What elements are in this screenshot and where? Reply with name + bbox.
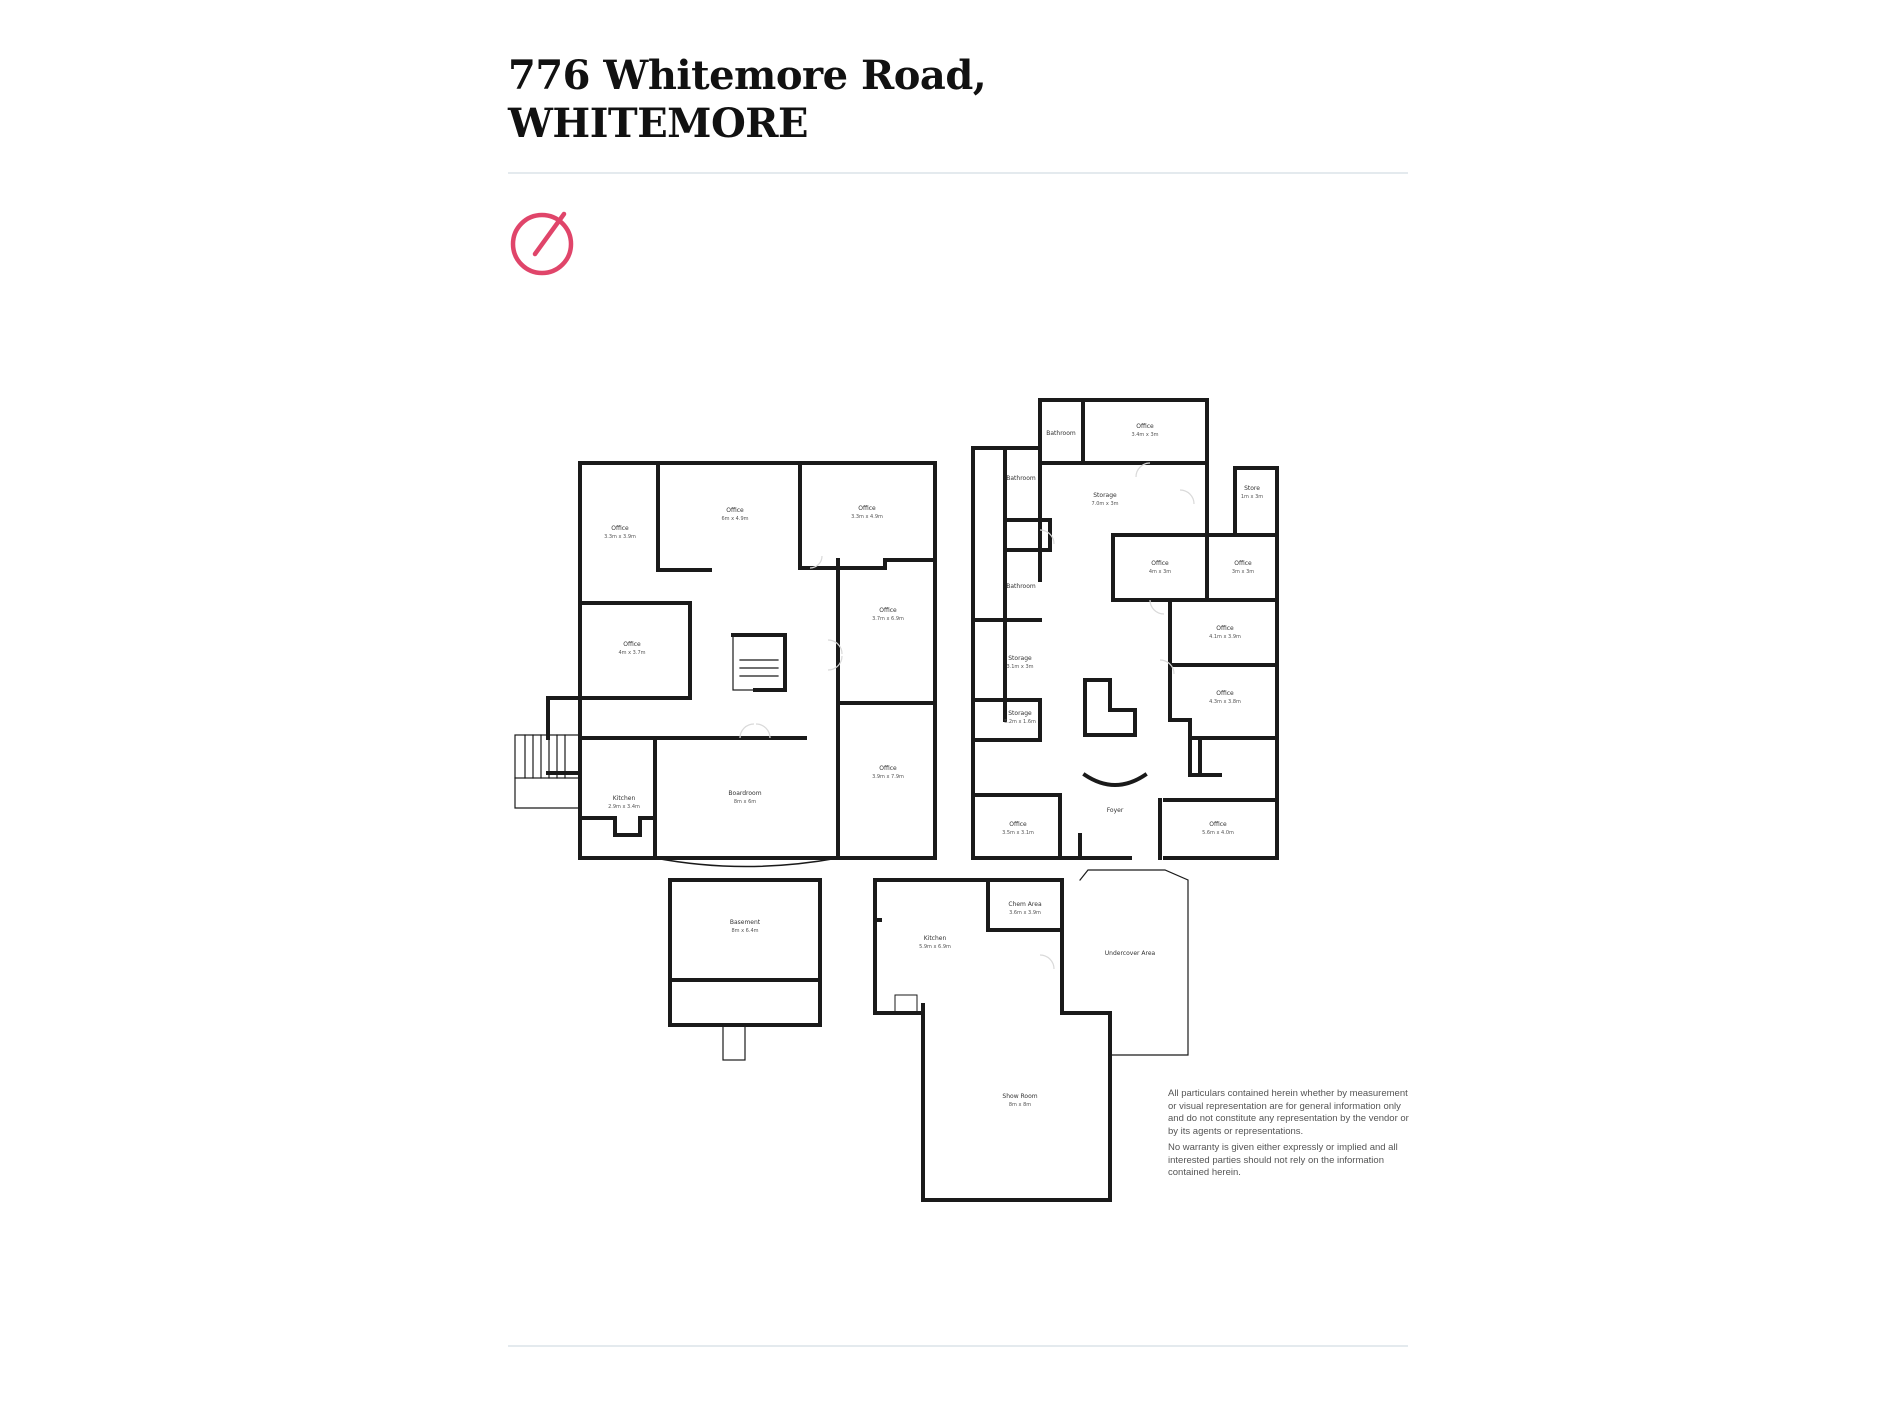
room-storage-1-label: Storage (1093, 492, 1117, 499)
room-office-3-label: Office (858, 505, 876, 512)
address-line-2: WHITEMORE (508, 100, 809, 147)
room-office-1-label: Office (611, 525, 629, 532)
room-office-5-label: Office (623, 641, 641, 648)
east-building (971, 398, 1279, 860)
room-office-7-dim: 3.9m x 7.9m (872, 774, 904, 780)
room-office-15-label: Office (1234, 560, 1252, 567)
room-office-23-label: Office (1209, 821, 1227, 828)
room-bathroom-1-label: Bathroom (1046, 430, 1076, 437)
room-office-22-dim: 3.5m x 3.1m (1002, 830, 1034, 836)
basement (668, 878, 822, 1027)
room-office-19-label: Office (1216, 690, 1234, 697)
circle-slash-logo-icon (510, 211, 574, 276)
room-basement-label: Basement (730, 919, 761, 926)
room-kitchen-2-label: Kitchen (924, 935, 947, 942)
door-swings (739, 462, 1195, 970)
disclaimer-para-2: No warranty is given either expressly or… (1168, 1142, 1398, 1178)
room-storage-1-dim: 7.0m x 3m (1091, 501, 1118, 507)
disclaimer-para-1: All particulars contained herein whether… (1168, 1088, 1409, 1137)
room-office-3-dim: 3.3m x 4.9m (851, 514, 883, 520)
room-office-10-dim: 3.4m x 3m (1131, 432, 1158, 438)
room-office-15-dim: 3m x 3m (1232, 569, 1254, 575)
room-storage-2-label: Storage (1008, 655, 1032, 662)
room-showroom-label: Show Room (1002, 1093, 1037, 1100)
disclaimer: All particulars contained herein whether… (1168, 1088, 1416, 1184)
room-bathroom-3-label: Bathroom (1006, 583, 1036, 590)
room-showroom-dim: 8m x 8m (1009, 1102, 1031, 1108)
address-line-1: 776 Whitemore Road, (508, 52, 987, 99)
west-building (546, 461, 937, 860)
room-store-label: Store (1244, 485, 1260, 492)
room-office-19-dim: 4.3m x 3.8m (1209, 699, 1241, 705)
room-office-17-dim: 4.1m x 3.9m (1209, 634, 1241, 640)
room-office-14-label: Office (1151, 560, 1169, 567)
room-basement-dim: 8m x 6.4m (731, 928, 758, 934)
room-office-14-dim: 4m x 3m (1149, 569, 1171, 575)
west-stairs (514, 634, 786, 809)
room-office-23-dim: 5.6m x 4.0m (1202, 830, 1234, 836)
room-bathroom-2-label: Bathroom (1006, 475, 1036, 482)
top-divider (508, 172, 1408, 174)
room-office-10-label: Office (1136, 423, 1154, 430)
room-storage-3-dim: 5.2m x 1.6m (1004, 719, 1036, 725)
room-foyer-label: Foyer (1107, 807, 1124, 814)
room-undercover-label: Undercover Area (1105, 950, 1156, 957)
room-labels: Office 3.3m x 3.9m Office 6m x 4.9m Offi… (604, 423, 1263, 1108)
room-office-2-dim: 6m x 4.9m (721, 516, 748, 522)
room-boardroom-dim: 8m x 6m (734, 799, 756, 805)
room-chem-area-label: Chem Area (1008, 901, 1042, 908)
room-office-17-label: Office (1216, 625, 1234, 632)
bottom-divider (508, 1345, 1408, 1347)
room-chem-area-dim: 3.6m x 3.9m (1009, 910, 1041, 916)
page-title: 776 Whitemore Road, WHITEMORE (508, 52, 987, 148)
room-office-4-label: Office (879, 607, 897, 614)
room-store-dim: 1m x 3m (1241, 494, 1263, 500)
room-office-7-label: Office (879, 765, 897, 772)
room-storage-2-dim: 3.1m x 3m (1006, 664, 1033, 670)
room-boardroom-label: Boardroom (728, 790, 761, 797)
room-storage-3-label: Storage (1008, 710, 1032, 717)
room-office-1-dim: 3.3m x 3.9m (604, 534, 636, 540)
room-kitchen-2-dim: 5.9m x 6.9m (919, 944, 951, 950)
room-office-4-dim: 3.7m x 6.9m (872, 616, 904, 622)
room-office-22-label: Office (1009, 821, 1027, 828)
room-kitchen-dim: 2.9m x 3.4m (608, 804, 640, 810)
showroom-block (873, 878, 1112, 1202)
room-office-2-label: Office (726, 507, 744, 514)
room-office-5-dim: 4m x 3.7m (618, 650, 645, 656)
room-kitchen-label: Kitchen (613, 795, 636, 802)
